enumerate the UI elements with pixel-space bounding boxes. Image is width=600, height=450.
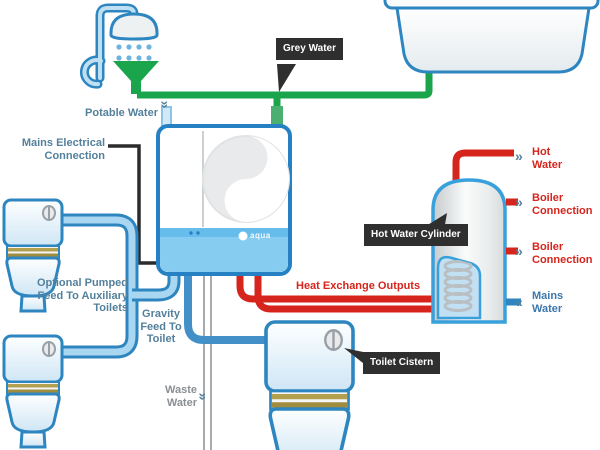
heat-exchange-coil [443, 260, 473, 312]
chevron-down-icon: » [157, 100, 174, 108]
collection-funnel [113, 61, 159, 81]
toilet-auxiliary-1 [2, 198, 64, 313]
boiler-connection-upper-label: Boiler Connection [532, 192, 593, 217]
toilet-cistern-callout: Toilet Cistern [363, 352, 441, 374]
waste-water-label: Waste Water [165, 384, 197, 409]
status-led [189, 231, 193, 235]
grey-water-pipe [137, 66, 433, 126]
water-drops [116, 44, 152, 61]
boiler-connection-lower-label: Boiler Connection [532, 241, 593, 266]
mains-electrical-label: Mains Electrical Connection [21, 137, 105, 162]
potable-water-label: Potable Water [85, 107, 158, 119]
heat-exchange-pipes [236, 149, 514, 313]
unit-control-panel [160, 228, 288, 272]
grey-water-callout: Grey Water [276, 38, 343, 60]
mains-water-label: Mains Water [532, 290, 564, 315]
hot-water-cylinder-callout: Hot Water Cylinder [364, 224, 468, 246]
chevron-down-icon: » [195, 392, 212, 400]
shower-head [109, 12, 159, 41]
hot-water-pipe [452, 149, 514, 184]
toilet-auxiliary-2 [2, 334, 64, 449]
chevron-right-icon: » [515, 243, 523, 259]
shower [80, 3, 159, 94]
pumped-feed-pipe [60, 213, 181, 359]
brand-logo-text: aqua [250, 231, 271, 240]
hot-water-label: Hot Water [532, 146, 563, 171]
gravity-feed-pipe [184, 272, 268, 344]
heat-exchange-outputs-label: Heat Exchange Outputs [296, 280, 421, 292]
toilet-main [264, 320, 355, 450]
unit-greywater-inlet [271, 106, 283, 126]
grey-water-callout-tail [277, 64, 296, 92]
cistern-callout-tail [344, 348, 368, 367]
chevron-right-icon: » [515, 148, 523, 164]
bathtub [383, 0, 600, 74]
optional-pumped-feed-label: Optional Pumped Feed To Auxiliary Toilet… [36, 277, 128, 314]
status-led [196, 231, 200, 235]
electrical-line [108, 144, 160, 265]
waste-water-line [203, 276, 212, 450]
chevron-left-icon: « [515, 294, 523, 310]
unit-swirl-logo [202, 135, 290, 223]
hot-water-cylinder [431, 178, 521, 324]
gravity-feed-label: Gravity Feed To Toilet [140, 308, 182, 345]
recycler-unit [156, 106, 292, 276]
chevron-right-icon: » [515, 194, 523, 210]
brand-logo-icon [238, 231, 248, 241]
